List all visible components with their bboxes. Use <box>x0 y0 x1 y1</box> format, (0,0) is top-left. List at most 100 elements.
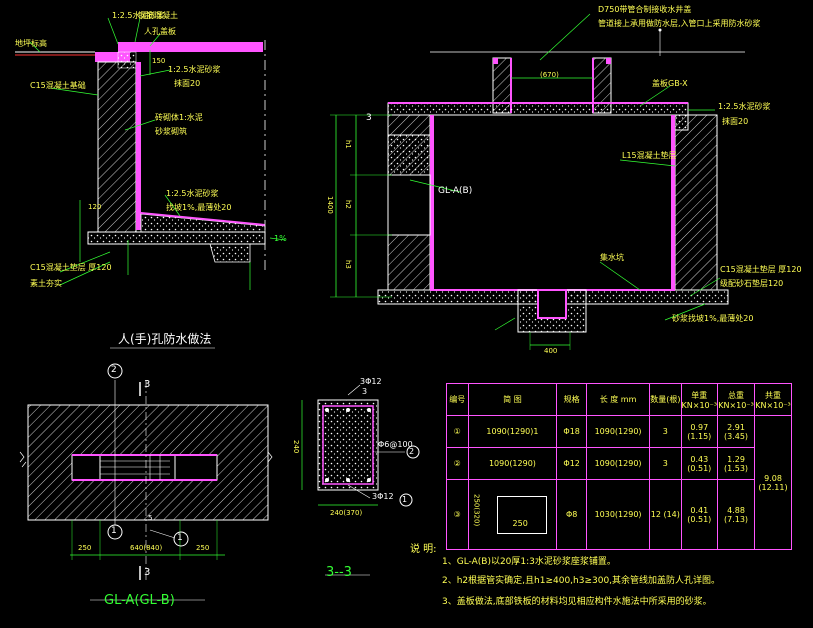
stirrup-dim-h: 250 <box>512 519 528 528</box>
th-grand: 共重 KN×10⁻³ <box>754 383 792 416</box>
th-length: 长 度 mm <box>585 383 651 416</box>
cell-unit: 0.43 (0.51) <box>680 447 719 480</box>
cell-length: 1090(1290) <box>585 447 651 480</box>
th-no: 编号 <box>446 383 469 416</box>
cell-unit: 0.97 (1.15) <box>680 415 719 448</box>
cell-qty: 3 <box>649 447 682 480</box>
callout-1b <box>173 531 189 547</box>
cell-sketch: 1090(1290) <box>467 447 558 480</box>
th-qty: 数量(根) <box>649 383 682 416</box>
dim-h1: h1 <box>344 140 352 149</box>
bottom-label-2: 素土夯实 <box>30 279 62 288</box>
cell-length: 1030(1290) <box>585 479 651 550</box>
ground-label: 地坪标高 <box>15 39 47 48</box>
plaster-2: 抹面20 <box>722 117 749 126</box>
inner-label-2: 抹面20 <box>174 79 201 88</box>
cell-sketch-stirrup: 250(320) 250 <box>467 479 558 550</box>
sec-callout-1 <box>399 493 413 507</box>
top-label-3: 人孔盖板 <box>144 27 176 36</box>
table-row: ③ 250(320) 250 Φ8 1030(1290) 12 (14) 0.4… <box>446 479 792 550</box>
gl-mark-top: 2 <box>111 365 117 375</box>
brick-wall <box>97 61 137 233</box>
title-hole-waterproof: 人(手)孔防水做法 <box>118 332 212 346</box>
plaster-1: 1:2.5水泥砂浆 <box>718 102 771 111</box>
sec-dim-h: 240 <box>292 440 300 454</box>
cell-unit: 0.41 (0.51) <box>680 479 719 550</box>
pipe-note: 管道接上承用做防水层,入管口上采用防水砂浆 <box>598 19 761 28</box>
sump-dim: 400 <box>544 347 558 355</box>
sec-callout-2 <box>406 445 420 459</box>
cell-grand-total: 9.08 (12.11) <box>754 415 792 550</box>
th-total: 总重 KN×10⁻³ <box>717 383 755 416</box>
cell-total: 4.88 (7.13) <box>717 479 755 550</box>
cell-qty: 12 (14) <box>649 479 682 550</box>
floor-label-1: 1:2.5水泥砂浆 <box>166 189 219 198</box>
left-wall-detail <box>15 17 286 290</box>
cell-sketch: 1090(1290)1 <box>467 415 558 448</box>
rebar-table: 编号 简 图 规格 长 度 mm 数量(根) 单重 KN×10⁻³ 总重 KN×… <box>446 383 792 550</box>
cell-spec: Φ8 <box>556 479 587 550</box>
sec-dim-w: 240(370) <box>330 509 363 517</box>
cell-no: ③ <box>446 479 469 550</box>
cover-label: 盖板GB-X <box>652 79 688 88</box>
beam-label: GL-A(B) <box>438 186 473 196</box>
top-label-2: 钢筋混凝土 <box>138 11 178 20</box>
th-sketch: 简 图 <box>467 383 558 416</box>
wall-label-2: 砂浆砌筑 <box>155 127 187 136</box>
cell-total: 1.29 (1.53) <box>717 447 755 480</box>
cell-length: 1090(1290) <box>585 415 651 448</box>
table-row: ① 1090(1290)1 Φ18 1090(1290) 3 0.97 (1.1… <box>446 415 792 550</box>
sec-mark-2: 2 <box>409 447 415 456</box>
section-mark-right: 3 <box>366 113 372 123</box>
dim-h: 1400 <box>326 196 334 214</box>
note-3: 3、盖板做法,底部铁板的材料均见相应构件水施法中所采用的砂浆。 <box>442 597 712 607</box>
cell-total: 2.91 (3.45) <box>717 415 755 448</box>
rebar-bot: 3Φ12 <box>372 492 394 501</box>
sec-mark-1: 1 <box>402 495 408 504</box>
cell-qty: 3 <box>649 415 682 448</box>
gl-dim-right: 250 <box>196 544 210 552</box>
gl-section-bottom: 3 <box>144 567 151 578</box>
sump-label: 集水坑 <box>600 253 624 262</box>
gl-dim-mid: 640(840) <box>130 544 163 552</box>
base-label-1: C15混凝土垫层 厚120 <box>720 265 802 274</box>
th-unit: 单重 KN×10⁻³ <box>680 383 719 416</box>
title-gl: GL-A(GL-B) <box>104 593 175 608</box>
bottom-label-1: C15混凝土垫层 厚120 <box>30 263 112 272</box>
notes-label: 说 明: <box>410 544 437 555</box>
dim-150: 150 <box>152 57 166 65</box>
base-label-2: 级配砂石垫层120 <box>720 279 784 288</box>
c15-label: C15混凝土基础 <box>30 81 86 90</box>
dim-h3: h3 <box>344 260 352 269</box>
gl-mark-b2: 1 <box>177 533 183 543</box>
callout-1a <box>107 524 123 540</box>
inner-label-1: 1:2.5水泥砂浆 <box>168 65 221 74</box>
cover-slab <box>118 42 263 52</box>
gl-dim-left: 250 <box>78 544 92 552</box>
cell-spec: Φ12 <box>556 447 587 480</box>
floor-label-2: 找坡1%,最薄处20 <box>166 203 232 212</box>
wall-label-1: 砖砌体1:水泥 <box>155 113 203 122</box>
rebar-top: 3Φ12 <box>360 377 382 386</box>
callout-2 <box>107 363 123 379</box>
floor-plaster: 砂浆找坡1%,最薄处20 <box>672 314 754 323</box>
cell-no: ② <box>446 447 469 480</box>
note-1: 1、GL-A(B)以20厚1:3水泥砂浆座浆铺置。 <box>442 557 616 567</box>
table-row: ② 1090(1290) Φ12 1090(1290) 3 0.43 (0.51… <box>446 447 792 480</box>
cell-no: ① <box>446 415 469 448</box>
right-chamber-detail <box>330 13 745 350</box>
dim-670: (670) <box>540 71 559 79</box>
stirrup-dim-v: 250(320) <box>472 494 481 527</box>
gl-dim-small: 5 <box>148 514 153 522</box>
gl-mark-b1: 1 <box>111 526 117 536</box>
dim-120: 120 <box>88 203 102 211</box>
top-label-1: 1:2.5水泥砂浆 <box>112 11 165 20</box>
note-2: 2、h2根据管实确定,且h1≥400,h3≥300,其余管线加盖防人孔详图。 <box>442 576 721 586</box>
title-3-3: 3--3 <box>326 565 352 580</box>
sec-mark-3: 3 <box>362 387 368 396</box>
stirrup-sketch <box>496 496 547 534</box>
gl-beam-plan <box>19 363 273 580</box>
slope-label: 1% <box>274 234 287 243</box>
rebar-side: Φ6@100 <box>378 440 413 449</box>
